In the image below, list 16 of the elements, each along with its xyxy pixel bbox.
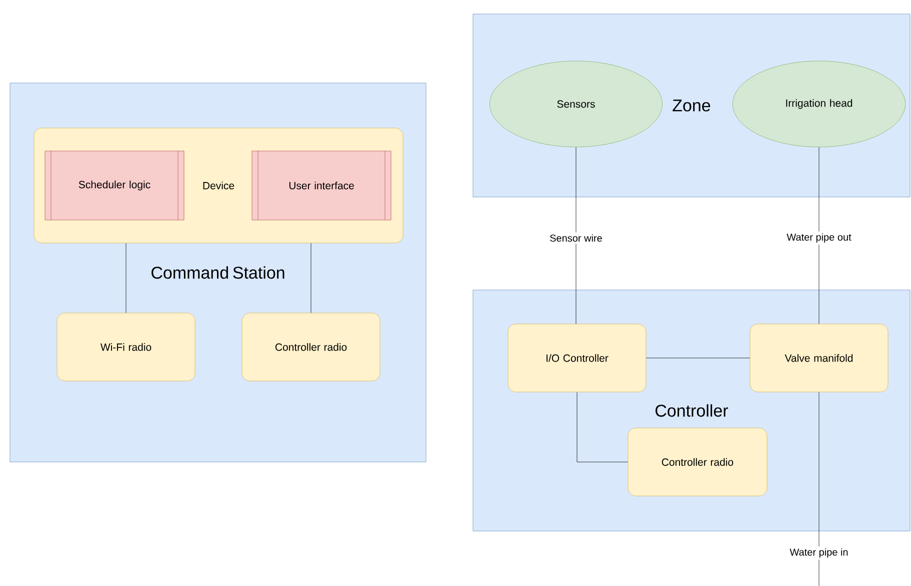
rounded-box: Valve manifold (750, 324, 888, 392)
connector-line (576, 392, 628, 462)
edge-label: Sensor wire (548, 232, 604, 244)
connector-line (818, 392, 820, 586)
edge-label: Water pipe out (784, 231, 854, 245)
connector-line (818, 147, 820, 324)
rounded-box: I/O Controller (508, 324, 646, 392)
rounded-box: Controller radio (242, 312, 380, 382)
process-box: Scheduler logic (44, 150, 184, 220)
ellipse-node: Irrigation head (732, 60, 906, 148)
rounded-box: Controller radio (628, 428, 768, 496)
connector-line (310, 243, 312, 313)
ellipse-node: Sensors (490, 60, 662, 148)
rounded-box: Wi-Fi radio (56, 312, 196, 382)
process-box: User interface (252, 150, 392, 220)
edge-label: Water pipe in (788, 546, 850, 560)
